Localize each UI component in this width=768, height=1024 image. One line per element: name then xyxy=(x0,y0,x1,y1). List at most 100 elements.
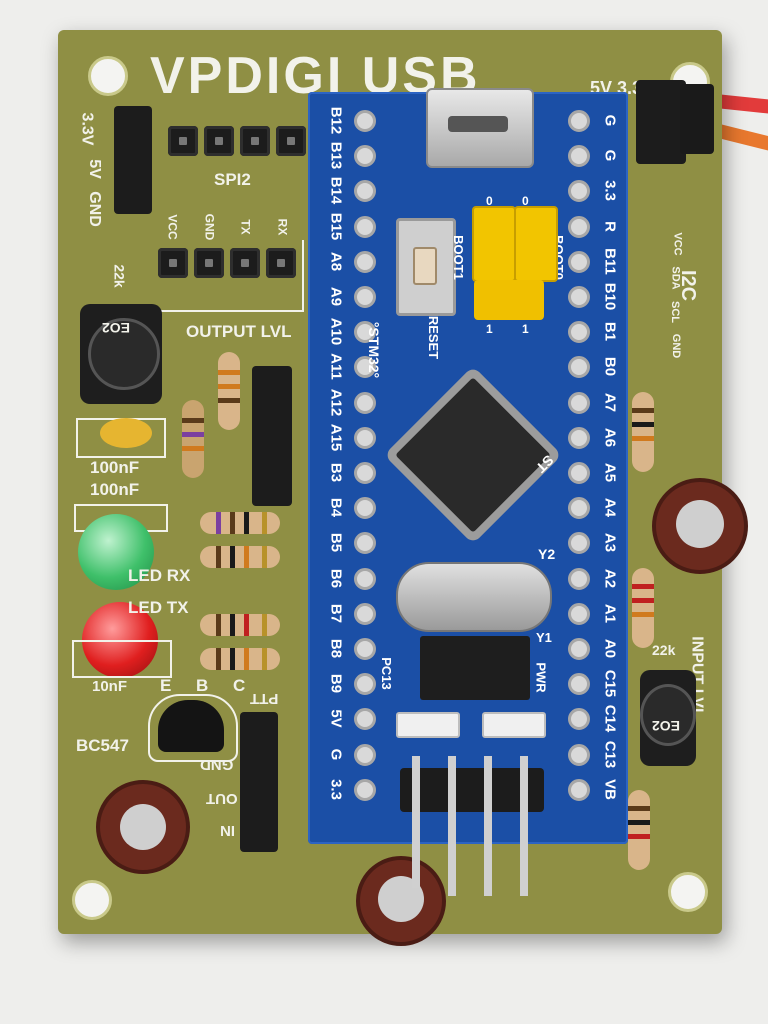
mounting-hole-bottom-left xyxy=(72,880,112,920)
voltage-header xyxy=(114,106,152,214)
resistor-horizontal-4 xyxy=(200,648,280,670)
bluepill-right-pin-label: R xyxy=(601,220,619,232)
label-jumper-1b: 1 xyxy=(522,322,529,336)
bluepill-left-pin-label: A9 xyxy=(327,286,345,307)
serial-pin-gnd xyxy=(194,248,224,278)
bluepill-left-pin-label: 5V xyxy=(327,709,345,729)
label-ptt: PTT xyxy=(250,690,279,707)
label-pot-value-left: 22k xyxy=(111,264,128,288)
label-cap3: 10nF xyxy=(92,678,128,695)
label-i2c: I2C xyxy=(677,269,700,302)
bluepill-right-pad xyxy=(568,778,590,801)
label-y2: Y2 xyxy=(538,546,556,562)
label-pot-value-right: 22k xyxy=(652,642,676,658)
label-spi2: SPI2 xyxy=(214,170,251,189)
bluepill-left-pin-label: B14 xyxy=(327,177,345,205)
label-stm32: °STM32° xyxy=(366,321,383,379)
label-cap1: 100nF xyxy=(90,458,140,477)
label-cap2: 100nF xyxy=(90,480,140,499)
bluepill-right-pin-label: A2 xyxy=(601,568,619,588)
bluepill-left-pad xyxy=(354,356,376,379)
label-rx: RX xyxy=(275,218,290,236)
bluepill-right-pad xyxy=(568,145,590,168)
label-led-tx: LED TX xyxy=(128,598,189,617)
bluepill-left-pad xyxy=(354,778,376,801)
bluepill-right-pad xyxy=(568,426,590,449)
bluepill-right-pad xyxy=(568,321,590,344)
bluepill-right-pin-label: A1 xyxy=(601,603,619,623)
label-tx: TX xyxy=(238,219,253,235)
bluepill-right-pad xyxy=(568,215,590,238)
bluepill-left-pad xyxy=(354,110,376,132)
label-gnd2: GND xyxy=(202,213,217,241)
bluepill-left-pad xyxy=(354,321,376,344)
bluepill-left-pin-label: A15 xyxy=(327,423,345,452)
bluepill-right-pad xyxy=(568,743,590,766)
jumper-base xyxy=(474,280,544,320)
bluepill-left-pad xyxy=(354,286,376,308)
resistor-horizontal-2 xyxy=(200,546,280,568)
label-gnd: GND xyxy=(85,191,103,227)
bluepill-right-pin-label: A6 xyxy=(601,427,619,447)
bluepill-left-pad xyxy=(354,673,376,696)
label-in: IN xyxy=(220,822,235,839)
bluepill-right-pad xyxy=(568,391,590,414)
bluepill-right-pin-label: C14 xyxy=(601,705,619,733)
bluepill-left-pad xyxy=(354,497,376,520)
micro-usb-connector xyxy=(426,88,534,168)
label-out: OUT xyxy=(206,790,238,807)
spi-pin-4 xyxy=(276,126,306,156)
boot1-jumper[interactable] xyxy=(472,206,516,282)
voltage-regulator xyxy=(420,636,530,700)
label-i2c-gnd: GND xyxy=(670,333,683,359)
bluepill-left-pin-label: G xyxy=(327,748,345,760)
serial-pin-vcc xyxy=(158,248,188,278)
label-gnd3: GND xyxy=(200,756,234,773)
bluepill-right-pad xyxy=(568,532,590,555)
potentiometer-left: EO2 xyxy=(80,304,162,404)
bluepill-left-pad xyxy=(354,250,376,273)
swd-pin-1 xyxy=(412,756,420,888)
label-5v: 5V xyxy=(85,159,103,179)
bluepill-right-pad xyxy=(568,110,590,132)
label-transistor-pins: E B C xyxy=(160,676,256,695)
bluepill-left-pin-label: 3.3 xyxy=(327,778,345,800)
bluepill-right-pad xyxy=(568,250,590,273)
label-i2c-vcc: VCC xyxy=(671,232,684,256)
bluepill-left-pin-label: B12 xyxy=(327,106,345,135)
bluepill-left-pin-label: B6 xyxy=(327,568,345,588)
bluepill-right-pad xyxy=(568,708,590,731)
resistor-horizontal-3 xyxy=(200,614,280,636)
label-bc547: BC547 xyxy=(76,736,129,755)
boot0-jumper[interactable] xyxy=(514,206,558,282)
bluepill-left-pin-label: B15 xyxy=(327,212,345,240)
bluepill-right-pin-label: A5 xyxy=(601,462,619,483)
bluepill-left-pad xyxy=(354,602,376,625)
electrolytic-cap-right xyxy=(652,478,748,574)
bluepill-right-pad xyxy=(568,356,590,379)
reset-button[interactable] xyxy=(396,218,456,316)
label-jumper-0a: 0 xyxy=(486,194,493,208)
bluepill-left-pad xyxy=(354,708,376,731)
bluepill-right-pin-label: B1 xyxy=(601,322,619,342)
label-pwr: PWR xyxy=(533,662,549,693)
bluepill-right-pad xyxy=(568,462,590,484)
bluepill-left-pad xyxy=(354,426,376,449)
bluepill-right-pin-label: A7 xyxy=(601,392,619,412)
bluepill-right-pin-label: B11 xyxy=(601,247,619,275)
bluepill-right-pin-label: A0 xyxy=(601,638,619,659)
bluepill-left-pad xyxy=(354,462,376,484)
serial-pin-rx xyxy=(266,248,296,278)
bluepill-right-pin-label: 3.3 xyxy=(601,180,619,202)
bluepill-left-pad xyxy=(354,180,376,203)
bluepill-right-pad xyxy=(568,673,590,696)
spi-pin-3 xyxy=(240,126,270,156)
label-jumper-0b: 0 xyxy=(522,194,529,208)
bluepill-left-pad xyxy=(354,743,376,766)
bluepill-right-pin-label: C13 xyxy=(601,740,619,768)
swd-pin-3 xyxy=(484,756,492,896)
resistor-horizontal-1 xyxy=(200,512,280,534)
swd-pin-2 xyxy=(448,756,456,896)
bluepill-right-pin-label: G xyxy=(601,114,619,127)
bluepill-left-pin-label: A8 xyxy=(327,251,345,271)
